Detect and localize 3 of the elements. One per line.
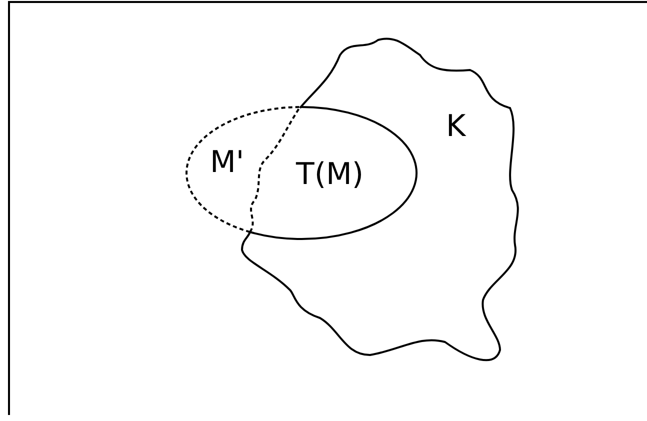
region-label: T(M) bbox=[296, 158, 364, 192]
region-label: K bbox=[446, 110, 466, 144]
region-label: M' bbox=[210, 146, 244, 180]
